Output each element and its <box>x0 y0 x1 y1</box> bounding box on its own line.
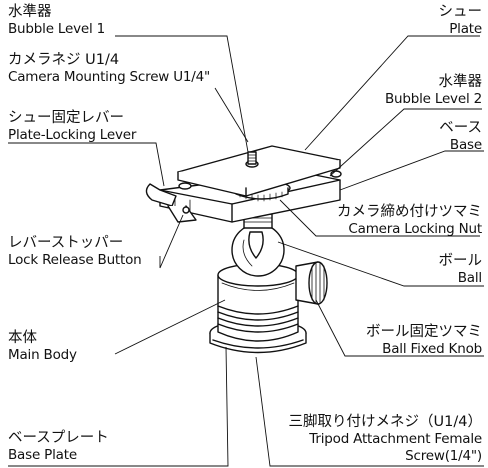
leader-camera-locking-nut <box>279 199 480 237</box>
leader-ball-fixed-knob <box>315 299 484 357</box>
label-camera-locking-nut-ja: カメラ締め付けツマミ <box>337 204 482 220</box>
label-ball-ja: ボール <box>438 253 483 269</box>
label-camera-locking-nut: カメラ締め付けツマミ Camera Locking Nut <box>337 204 482 238</box>
label-bubble-level-2: 水準器 Bubble Level 2 <box>385 74 482 108</box>
label-bubble-level-2-en: Bubble Level 2 <box>384 91 482 107</box>
label-plate: シュー Plate <box>439 4 483 38</box>
label-plate-locking-lever-ja: シュー固定レバー <box>8 110 124 126</box>
label-tripod-attachment-ja: 三脚取り付けメネジ（U1/4） <box>288 414 482 430</box>
label-lock-release-button-ja: レバーストッパー <box>8 235 124 251</box>
label-plate-locking-lever: シュー固定レバー Plate-Locking Lever <box>8 110 136 144</box>
leader-plate <box>304 35 480 151</box>
leader-bubble-level-1 <box>115 35 249 153</box>
label-camera-screw-ja: カメラネジ U1/4 <box>8 52 120 68</box>
label-ball-en: Ball <box>457 270 482 286</box>
label-main-body-en: Main Body <box>8 347 77 363</box>
label-bubble-level-1-en: Bubble Level 1 <box>8 21 106 37</box>
label-camera-screw: カメラネジ U1/4 Camera Mounting Screw U1/4" <box>8 52 210 86</box>
leader-base-plate <box>8 346 229 467</box>
leader-tripod-attachment <box>255 356 484 467</box>
ball-fixed-knob-part <box>295 261 328 305</box>
label-plate-ja: シュー <box>438 4 483 20</box>
main-body-part <box>217 263 299 342</box>
label-camera-screw-en: Camera Mounting Screw U1/4" <box>8 69 211 85</box>
label-base: ベース Base <box>439 120 482 154</box>
plate-locking-lever-part <box>145 183 197 223</box>
label-ball: ボール Ball <box>439 253 483 287</box>
label-tripod-attachment-en1: Tripod Attachment Female <box>309 431 482 447</box>
leader-plate-locking-lever <box>8 142 165 187</box>
label-ball-fixed-knob: ボール固定ツマミ Ball Fixed Knob <box>366 324 482 358</box>
leader-camera-screw <box>214 87 249 143</box>
label-ball-fixed-knob-ja: ボール固定ツマミ <box>366 324 482 340</box>
label-bubble-level-2-ja: 水準器 <box>438 74 483 90</box>
label-base-plate: ベースプレート Base Plate <box>8 430 109 464</box>
leader-bubble-level-2 <box>329 108 482 177</box>
label-base-en: Base <box>449 137 482 153</box>
label-lock-release-button-en: Lock Release Button <box>8 252 142 268</box>
leader-main-body <box>114 299 226 355</box>
label-plate-locking-lever-en: Plate-Locking Lever <box>8 127 137 143</box>
leader-base <box>339 150 484 191</box>
leader-ball <box>277 241 484 287</box>
ball-part <box>231 223 285 277</box>
label-bubble-level-1-ja: 水準器 <box>8 4 52 20</box>
label-tripod-attachment: 三脚取り付けメネジ（U1/4） Tripod Attachment Female… <box>288 414 483 465</box>
label-camera-locking-nut-en: Camera Locking Nut <box>348 221 482 237</box>
label-main-body-ja: 本体 <box>8 330 37 346</box>
label-main-body: 本体 Main Body <box>8 330 77 364</box>
label-bubble-level-1: 水準器 Bubble Level 1 <box>8 4 105 38</box>
label-tripod-attachment-en2: Screw(1/4") <box>405 448 482 464</box>
label-plate-en: Plate <box>449 21 482 37</box>
label-lock-release-button: レバーストッパー Lock Release Button <box>8 235 142 269</box>
plate-part <box>177 145 342 197</box>
label-base-ja: ベース <box>439 120 482 136</box>
label-ball-fixed-knob-en: Ball Fixed Knob <box>382 341 482 357</box>
label-base-plate-ja: ベースプレート <box>8 430 109 446</box>
label-base-plate-en: Base Plate <box>8 447 77 463</box>
leader-lock-release <box>159 214 184 269</box>
